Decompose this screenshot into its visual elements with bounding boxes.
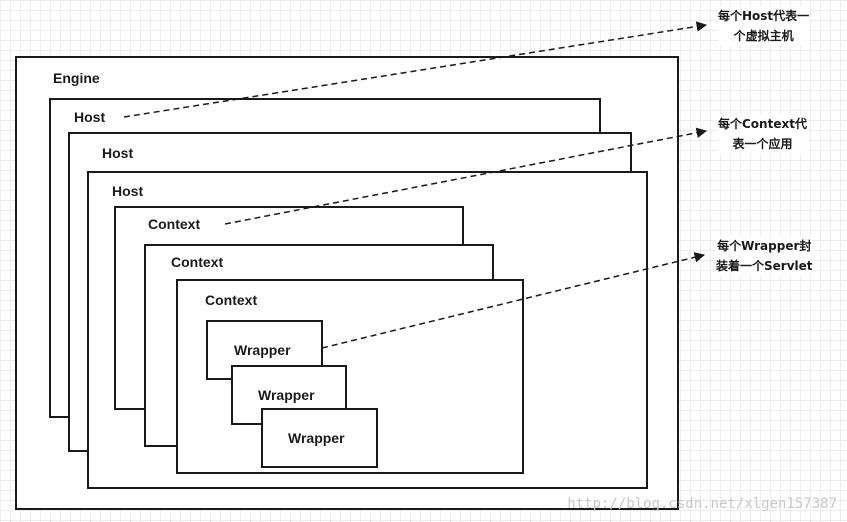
engine-label: Engine [53, 70, 100, 86]
context-note-line-1: 每个Context代 [718, 117, 807, 131]
wrapper-arrow [321, 252, 706, 349]
host-label-2: Host [102, 145, 134, 161]
context-label-2: Context [171, 254, 224, 270]
host-note-line-1: 每个Host代表一 [718, 9, 810, 23]
wrapper-label-1: Wrapper [234, 342, 291, 358]
wrapper-note-line-2: 装着一个Servlet [716, 259, 813, 273]
context-note-line-2: 表一个应用 [732, 137, 793, 151]
wrapper-note: 每个Wrapper封 装着一个Servlet [716, 236, 813, 276]
wrapper-note-line-1: 每个Wrapper封 [717, 239, 812, 253]
watermark: http://blog.csdn.net/xlgen157387 [567, 496, 837, 512]
wrapper-label-3: Wrapper [288, 430, 345, 446]
wrapper-box-3 [261, 408, 378, 468]
context-label-1: Context [148, 216, 201, 232]
context-note: 每个Context代 表一个应用 [718, 114, 807, 154]
context-label-3: Context [205, 292, 258, 308]
host-arrow [123, 21, 708, 118]
context-arrow [224, 127, 708, 225]
host-note: 每个Host代表一 个虚拟主机 [718, 6, 810, 46]
host-note-line-2: 个虚拟主机 [733, 29, 794, 43]
host-label-1: Host [74, 109, 106, 125]
wrapper-label-2: Wrapper [258, 387, 315, 403]
host-label-3: Host [112, 183, 144, 199]
